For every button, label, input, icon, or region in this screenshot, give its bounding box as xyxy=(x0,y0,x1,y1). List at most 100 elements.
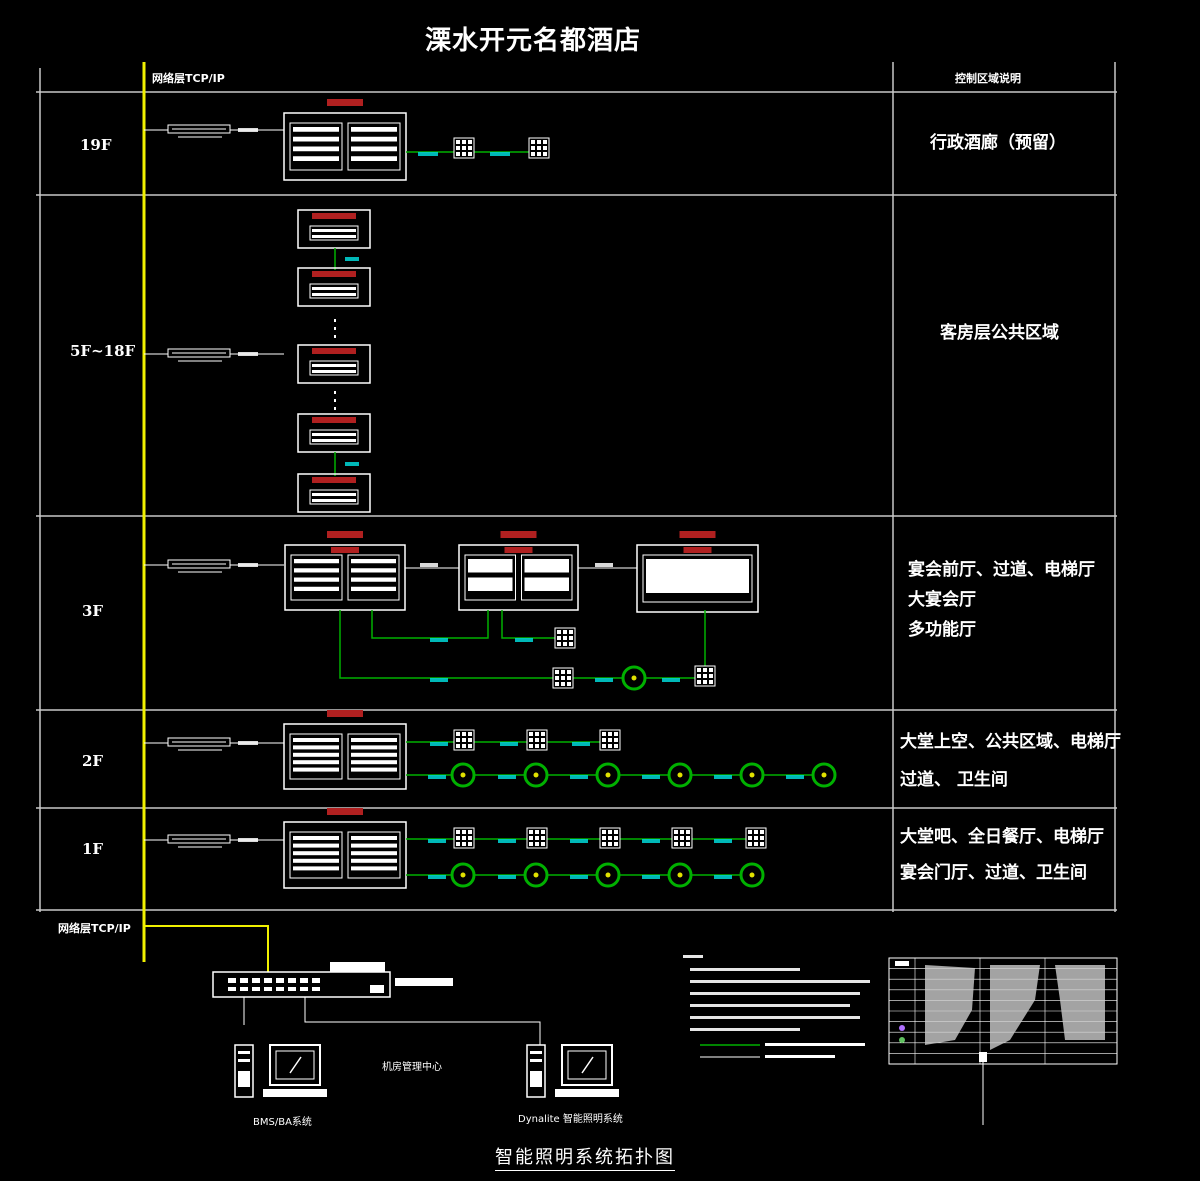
panel-top-mark xyxy=(331,547,359,553)
floor-label-19f: 19F xyxy=(80,136,112,154)
switch-to-dynalite xyxy=(304,997,541,1048)
fixture-center xyxy=(533,772,539,778)
panel-header-mark xyxy=(327,808,363,815)
fixture-center xyxy=(631,675,637,681)
switch-port xyxy=(264,978,272,983)
switch-body xyxy=(212,971,391,998)
panel-header-mark xyxy=(327,710,363,717)
cable-label-mark xyxy=(714,839,732,843)
keypad-button xyxy=(748,836,752,840)
keypad-button xyxy=(557,642,561,646)
cable-label-mark xyxy=(714,875,732,879)
keypad-button xyxy=(748,842,752,846)
control-area-header: 控制区域说明 xyxy=(955,72,1021,85)
keypad-button xyxy=(674,842,678,846)
panel-module xyxy=(347,831,401,879)
dynalite-system-label: Dynalite 智能照明系统 xyxy=(518,1114,623,1125)
panel-module-row xyxy=(293,767,339,772)
keypad-button xyxy=(535,732,539,736)
panel-module-row xyxy=(351,836,397,840)
panel-frame xyxy=(458,544,579,611)
table-cell-fill xyxy=(925,965,975,1045)
panel-module-row xyxy=(468,577,513,591)
cable-label-mark xyxy=(570,775,588,779)
network-interface-module xyxy=(167,559,231,569)
legend-text-line xyxy=(765,1055,835,1058)
keypad-button xyxy=(531,140,535,144)
keypad-button xyxy=(760,842,764,846)
keypad-button xyxy=(456,842,460,846)
topology-diagram-caption: 智能照明系统拓扑图 xyxy=(495,1143,675,1171)
keypad-button xyxy=(709,674,713,678)
keypad-button xyxy=(709,668,713,672)
keypad-button xyxy=(541,732,545,736)
panel-module xyxy=(289,122,343,171)
keypad-button xyxy=(543,140,547,144)
panel-module xyxy=(309,489,359,505)
panel-module xyxy=(309,429,359,445)
legend-text-line xyxy=(765,1043,865,1046)
cable-label-mark xyxy=(428,875,446,879)
switch-port xyxy=(252,987,260,991)
keypad-button xyxy=(462,738,466,742)
panel-module-row xyxy=(351,577,396,582)
keypad-button xyxy=(555,676,559,680)
switch-port xyxy=(276,987,284,991)
panel-header-mark xyxy=(312,417,356,423)
keypad-button xyxy=(468,842,472,846)
switch-port xyxy=(240,978,248,983)
keypad-button xyxy=(529,738,533,742)
keypad-button xyxy=(535,836,539,840)
network-interface-module xyxy=(167,124,231,134)
keypad-button xyxy=(614,836,618,840)
control-area-3f-line1: 宴会前厅、过道、电梯厅 xyxy=(908,560,1095,580)
keypad-button xyxy=(543,152,547,156)
panel-module-row xyxy=(351,127,397,132)
keypad-button xyxy=(462,842,466,846)
cable-label-mark xyxy=(595,563,613,567)
keypad-button xyxy=(563,630,567,634)
network-layer-header: 网络层TCP/IP xyxy=(152,72,225,85)
keypad-button xyxy=(608,830,612,834)
panel-module-row xyxy=(351,559,396,564)
cable-label-mark xyxy=(570,839,588,843)
cable-label-mark xyxy=(430,678,448,682)
fixture-center xyxy=(677,772,683,778)
keypad-button xyxy=(529,830,533,834)
panel-module-row xyxy=(312,235,356,238)
keypad-button xyxy=(541,830,545,834)
panel-module-row xyxy=(294,577,339,582)
panel-top-mark xyxy=(683,547,712,553)
panel-header-mark xyxy=(312,348,356,354)
cable-label-mark xyxy=(498,839,516,843)
continuation-dot xyxy=(334,407,336,410)
keyboard xyxy=(263,1089,327,1097)
panel-module-row xyxy=(524,559,569,573)
cable-label-mark xyxy=(498,875,516,879)
panel-module-row xyxy=(351,586,396,591)
keypad-button xyxy=(468,732,472,736)
panel-header-mark xyxy=(679,531,716,538)
keypad-button xyxy=(748,830,752,834)
panel-frame xyxy=(284,544,406,611)
table-cell-fill xyxy=(1055,965,1105,1040)
keypad-button xyxy=(614,842,618,846)
control-area-1f-line1: 大堂吧、全日餐厅、电梯厅 xyxy=(900,827,1104,847)
bus-3f-b xyxy=(501,610,565,639)
panel-module-row xyxy=(351,767,397,772)
panel-module xyxy=(521,554,573,601)
fixture-center xyxy=(749,872,755,878)
panel-frame xyxy=(297,267,371,307)
keypad-button xyxy=(537,146,541,150)
keypad-button xyxy=(608,738,612,742)
monitor-screen xyxy=(567,1050,607,1080)
panel-module-row xyxy=(312,287,356,290)
backbone-to-switch xyxy=(144,925,269,985)
keypad-button xyxy=(703,668,707,672)
keypad-button xyxy=(462,830,466,834)
panel-module-row xyxy=(312,433,356,436)
continuation-dot xyxy=(334,319,336,322)
panel-header-mark xyxy=(500,531,537,538)
keypad-button xyxy=(462,732,466,736)
